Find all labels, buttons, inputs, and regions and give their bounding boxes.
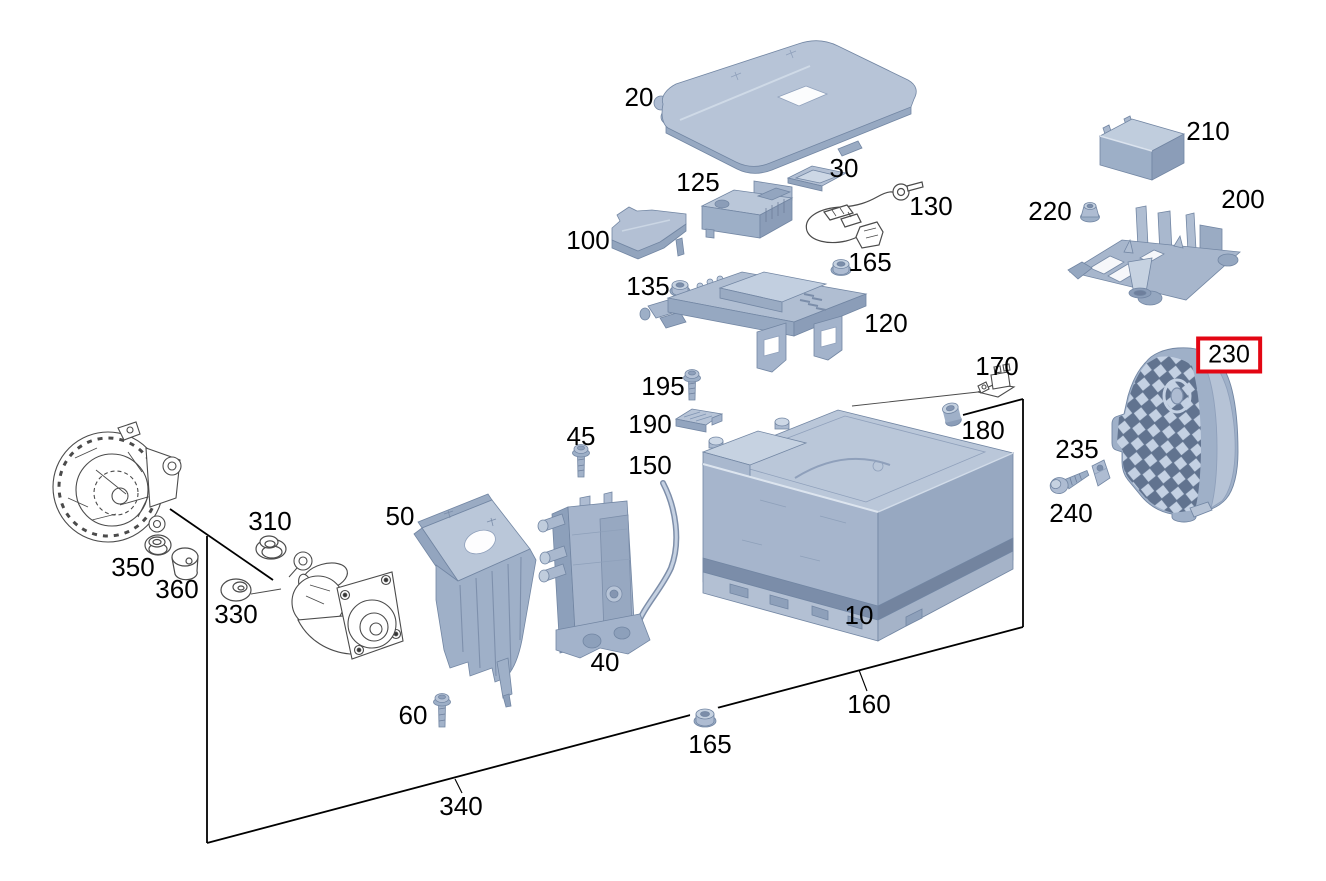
part-label-350[interactable]: 350 bbox=[111, 552, 155, 582]
part-label-240[interactable]: 240 bbox=[1049, 498, 1093, 528]
starter-illustration bbox=[288, 551, 404, 660]
vent-hose-150 bbox=[633, 480, 680, 631]
screw-195 bbox=[683, 369, 701, 401]
screw-60 bbox=[433, 693, 451, 728]
part-label-150[interactable]: 150 bbox=[628, 450, 672, 480]
leader-line-alternator bbox=[169, 508, 274, 581]
tick-label-160 bbox=[858, 669, 868, 692]
nut-165-lower bbox=[693, 708, 717, 728]
part-label-235[interactable]: 235 bbox=[1055, 434, 1099, 464]
clip-190 bbox=[674, 408, 724, 433]
part-label-210[interactable]: 210 bbox=[1186, 116, 1230, 146]
part-label-360[interactable]: 360 bbox=[155, 574, 199, 604]
part-label-230-highlighted[interactable]: 230 bbox=[1196, 336, 1262, 374]
part-label-60[interactable]: 60 bbox=[398, 700, 428, 730]
part-label-190[interactable]: 190 bbox=[628, 409, 672, 439]
battery-cover-20 bbox=[653, 40, 917, 174]
alternator-illustration bbox=[52, 421, 182, 543]
bushing-360 bbox=[171, 547, 199, 581]
part-label-10[interactable]: 10 bbox=[844, 600, 874, 630]
part-label-120[interactable]: 120 bbox=[864, 308, 908, 338]
bracket-200 bbox=[1067, 205, 1241, 306]
nut-165-upper bbox=[830, 259, 852, 276]
grommet-330 bbox=[220, 578, 282, 602]
aux-battery-210 bbox=[1098, 115, 1186, 181]
part-label-340[interactable]: 340 bbox=[439, 791, 483, 821]
fuse-carrier-120 bbox=[639, 271, 868, 373]
screw-45 bbox=[572, 444, 590, 478]
clip-235 bbox=[1091, 459, 1111, 487]
part-label-125[interactable]: 125 bbox=[676, 167, 720, 197]
part-label-45[interactable]: 45 bbox=[566, 421, 596, 451]
part-label-40[interactable]: 40 bbox=[590, 647, 620, 677]
part-label-200[interactable]: 200 bbox=[1221, 184, 1265, 214]
prefuse-module-40 bbox=[537, 491, 651, 659]
frame-top-edge-segment bbox=[962, 398, 1024, 416]
screw-240 bbox=[1049, 469, 1090, 494]
part-label-50[interactable]: 50 bbox=[385, 501, 415, 531]
cover-230 bbox=[1111, 347, 1239, 523]
mounting-panel-50 bbox=[413, 493, 537, 708]
part-label-170[interactable]: 170 bbox=[975, 351, 1019, 381]
part-label-100[interactable]: 100 bbox=[566, 225, 610, 255]
cover-tray-30 bbox=[786, 165, 848, 192]
part-label-165[interactable]: 165 bbox=[848, 247, 892, 277]
cap-180 bbox=[942, 402, 962, 427]
group-frame-lines bbox=[169, 398, 1024, 844]
battery-terminal-170 bbox=[851, 363, 1016, 407]
part-label-220[interactable]: 220 bbox=[1028, 196, 1072, 226]
part-label-135[interactable]: 135 bbox=[626, 271, 670, 301]
fuse-box-125 bbox=[700, 180, 794, 239]
part-label-130[interactable]: 130 bbox=[909, 191, 953, 221]
frame-bottom-edge bbox=[206, 626, 1024, 844]
cable-harness-130 bbox=[805, 181, 924, 249]
grommet-220 bbox=[1080, 202, 1100, 223]
cover-100 bbox=[611, 206, 687, 260]
part-label-180[interactable]: 180 bbox=[961, 415, 1005, 445]
battery-10 bbox=[701, 409, 1015, 642]
tick-label-340 bbox=[454, 778, 463, 794]
part-label-310[interactable]: 310 bbox=[248, 506, 292, 536]
nut-310 bbox=[255, 535, 287, 560]
part-label-20[interactable]: 20 bbox=[624, 82, 654, 112]
part-label-160[interactable]: 160 bbox=[847, 689, 891, 719]
nut-350 bbox=[144, 534, 172, 556]
part-label-165[interactable]: 165 bbox=[688, 729, 732, 759]
part-label-330[interactable]: 330 bbox=[214, 599, 258, 629]
part-label-195[interactable]: 195 bbox=[641, 371, 685, 401]
part-label-30[interactable]: 30 bbox=[829, 153, 859, 183]
